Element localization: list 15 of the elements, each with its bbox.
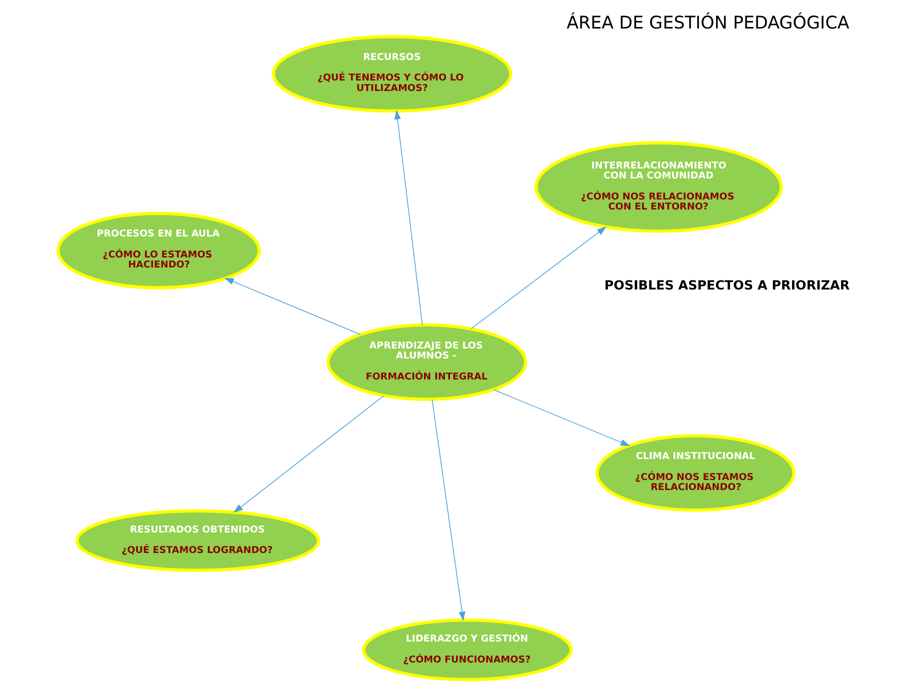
arrow — [224, 278, 361, 335]
node-ellipse: LIDERAZGO Y GESTIÓN ¿CÓMO FUNCIONAMOS? — [362, 618, 573, 682]
node-ellipse: APRENDIZAJE DE LOS ALUMNOS - FORMACIÓN INTEGRAL — [326, 323, 528, 401]
arrow — [233, 395, 384, 513]
arrow — [470, 226, 607, 330]
node-ellipse: RECURSOS ¿QUÉ TENEMOS Y CÓMO LO UTILIZAMOS? — [272, 35, 512, 113]
node-ellipse: RESULTADOS OBTENIDOS ¿QUÉ ESTAMOS LOGRANDO? — [76, 509, 320, 572]
label: POSIBLES ASPECTOS A PRIORIZAR — [604, 278, 850, 293]
diagram-title: ÁREA DE GESTIÓN PEDAGÓGICA — [566, 14, 850, 34]
node-ellipse: CLIMA INSTITUCIONAL ¿CÓMO NOS ESTAMOS RELACIONANDO? — [595, 434, 796, 512]
arrow — [432, 398, 466, 622]
node-ellipse: INTERRELACIONAMIENTO CON LA COMUNIDAD ¿CÓMO NOS RELACIONAMOS CON EL ENTORNO? — [534, 141, 783, 233]
arrow — [493, 389, 630, 446]
arrow — [394, 110, 423, 326]
node-ellipse: PROCESOS EN EL AULA ¿CÓMO LO ESTAMOS HACIENDO? — [56, 212, 261, 290]
